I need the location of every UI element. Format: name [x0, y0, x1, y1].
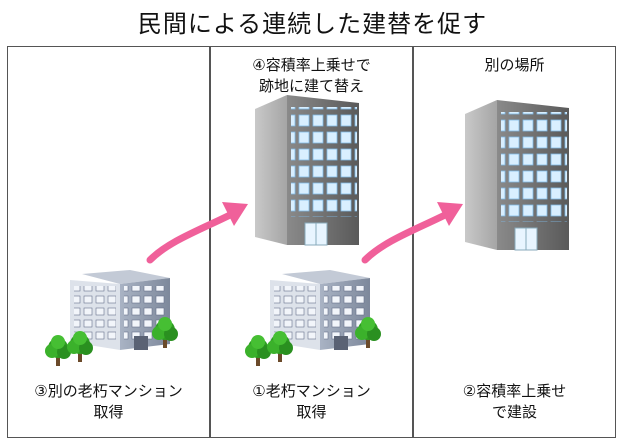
panel-3-bottom-label: ②容積率上乗せ で建設 — [462, 382, 567, 421]
tree-icon — [45, 335, 71, 366]
panel-2-top-label: ④容積率上乗せで 跡地に建て替え — [252, 56, 371, 95]
tree-icon — [245, 335, 271, 366]
tall-office-building-icon — [464, 99, 570, 251]
panel-3-top-label: 別の場所 — [484, 56, 545, 74]
page-title: 民間による連続した建替を促す — [137, 10, 488, 38]
panel-1-bottom-label: ③別の老朽マンション 取得 — [34, 382, 183, 421]
tall-office-building-icon — [254, 94, 360, 246]
curved-arrow-icon — [150, 202, 248, 260]
curved-arrow-icon — [365, 202, 463, 260]
panel-2-bottom-label: ①老朽マンション 取得 — [252, 382, 371, 421]
